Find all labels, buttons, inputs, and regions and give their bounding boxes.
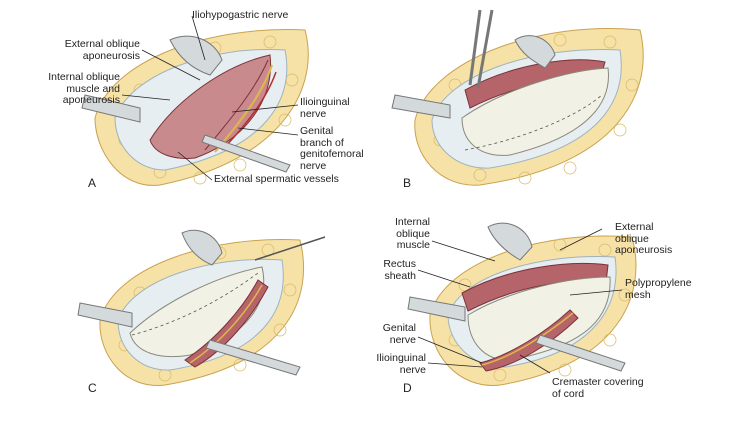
- label-external-spermatic-vessels: External spermatic vessels: [214, 173, 339, 185]
- label-internal-oblique-a: Internal oblique muscle and aponeurosis: [48, 71, 120, 106]
- panel-d-illustration: [407, 222, 637, 386]
- panel-letter-b: B: [403, 176, 412, 190]
- panel-letter-a: A: [88, 176, 97, 190]
- panel-a: Iliohypogastric nerve External oblique a…: [0, 0, 370, 200]
- label-ilioinguinal-nerve-d: Ilioinguinal nerve: [376, 352, 426, 376]
- label-polypropylene-mesh: Polypropylene mesh: [625, 277, 692, 301]
- panel-letter-c: C: [88, 381, 97, 395]
- label-external-oblique-aponeurosis-d: External oblique aponeurosis: [615, 221, 673, 256]
- panel-a-illustration: [81, 15, 309, 186]
- panel-b-illustration: [391, 9, 644, 186]
- label-genital-nerve-d: Genital nerve: [382, 322, 416, 346]
- label-external-oblique-aponeurosis-a: External oblique aponeurosis: [64, 38, 140, 62]
- panel-c-illustration: [77, 229, 326, 386]
- panel-d: Internal oblique muscle Rectus sheath Ex…: [370, 205, 740, 415]
- panel-c: C: [0, 215, 370, 415]
- label-rectus-sheath: Rectus sheath: [383, 258, 416, 282]
- label-cremaster: Cremaster covering of cord: [552, 376, 644, 400]
- label-ilioinguinal-nerve-a: Ilioinguinal nerve: [300, 96, 350, 120]
- panel-letter-d: D: [403, 381, 412, 395]
- label-genital-branch: Genital branch of genitofemoral nerve: [300, 125, 364, 172]
- label-internal-oblique-d: Internal oblique muscle: [394, 216, 430, 251]
- panel-b: B: [370, 0, 740, 200]
- label-iliohypogastric-nerve: Iliohypogastric nerve: [192, 9, 289, 21]
